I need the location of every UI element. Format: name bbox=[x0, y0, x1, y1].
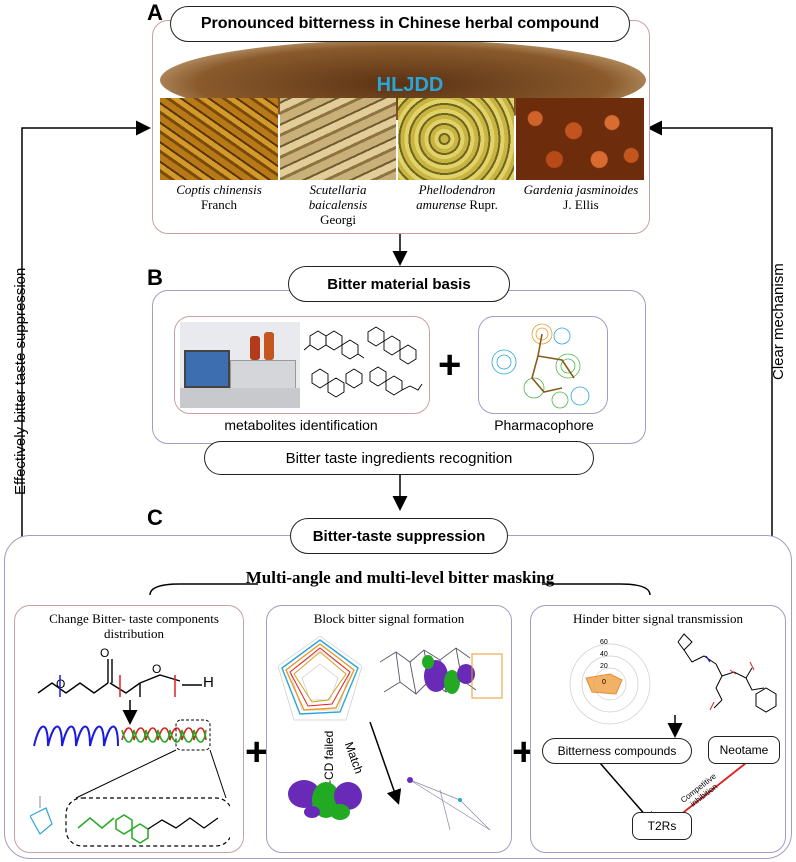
subtitle-brace bbox=[149, 583, 651, 596]
panel-c-title: Bitter-taste suppression bbox=[290, 518, 508, 554]
herb-caption-coptis: Coptis chinensis Franch bbox=[160, 182, 278, 212]
t2rs-box: T2Rs bbox=[632, 812, 692, 840]
polymer-helix bbox=[30, 700, 230, 847]
panel-c-plus-2: + bbox=[512, 730, 536, 774]
neotame-structure bbox=[677, 633, 777, 713]
svg-text:O: O bbox=[100, 646, 109, 660]
subpanel-hinder bbox=[530, 605, 786, 853]
subpanel-block-title: Block bitter signal formation bbox=[313, 611, 465, 626]
panel-b-plus: + bbox=[438, 343, 462, 387]
herb-author-scutellaria: Georgi bbox=[320, 212, 356, 227]
metabolite-structures bbox=[303, 326, 423, 398]
herb-author-phellodendron: Rupr. bbox=[469, 197, 498, 212]
lcms-instrument-image bbox=[180, 322, 300, 408]
herb-name-coptis: Coptis chinensis bbox=[176, 182, 262, 197]
polymer-structure: O O O bbox=[37, 646, 202, 697]
neotame-box: Neotame bbox=[708, 736, 780, 764]
subpanel-block bbox=[266, 605, 512, 853]
herb-author-gardenia: J. Ellis bbox=[563, 197, 599, 212]
subpanel-distribution-title-line1: Change Bitter- taste components bbox=[49, 611, 219, 626]
panel-c-letter: C bbox=[147, 505, 163, 530]
bitter-recognition-label: Bitter taste ingredients recognition bbox=[204, 441, 594, 475]
herb-caption-phellodendron: Phellodendron amurense Rupr. bbox=[398, 182, 516, 212]
subpanel-hinder-title: Hinder bitter signal transmission bbox=[572, 611, 744, 626]
subpanel-distribution-title-line2: distribution bbox=[104, 626, 164, 641]
pharmacophore-box bbox=[478, 316, 608, 414]
herb-name-gardenia: Gardenia jasminoides bbox=[523, 182, 639, 197]
left-loop-arrow bbox=[21, 120, 151, 555]
herb-photo-phellodendron bbox=[398, 98, 514, 180]
herb-photo-scutellaria bbox=[280, 98, 396, 180]
herb-caption-gardenia: Gardenia jasminoides J. Ellis bbox=[520, 182, 642, 212]
panel-c-subtitle: Multi-angle and multi-level bitter maski… bbox=[245, 568, 555, 587]
interaction-surface bbox=[288, 780, 362, 820]
herb-caption-scutellaria: Scutellaria baicalensis Georgi bbox=[284, 182, 392, 227]
radar-tick-60: 60 bbox=[600, 639, 608, 646]
herb-photo-gardenia bbox=[516, 98, 644, 180]
herb-name-phellodendron: Phellodendron amurense bbox=[416, 182, 496, 212]
radar-tick-40: 40 bbox=[600, 651, 608, 658]
panel-a-title: Pronounced bitterness in Chinese herbal … bbox=[170, 6, 630, 42]
herb-photo-coptis bbox=[160, 98, 278, 180]
panel-b-title: Bitter material basis bbox=[288, 266, 510, 302]
subpanel-distribution-title: Change Bitter- taste components distribu… bbox=[14, 611, 254, 641]
herb-name-scutellaria: Scutellaria baicalensis bbox=[308, 182, 368, 212]
radar-tick-20: 20 bbox=[600, 663, 608, 670]
cd-complex-model bbox=[379, 647, 503, 699]
left-side-label: Effectively bitter taste suppression bbox=[12, 267, 29, 495]
panel-a-letter: A bbox=[147, 0, 163, 25]
radar-tick-0: 0 bbox=[602, 679, 606, 686]
signal-radar-chart bbox=[277, 635, 363, 721]
formula-label: HLJDD bbox=[376, 74, 444, 96]
match-arrow bbox=[369, 722, 402, 805]
panel-c-plus-1: + bbox=[245, 730, 269, 774]
herb-author-coptis: Franch bbox=[200, 197, 238, 212]
docking-network bbox=[407, 777, 491, 831]
neotame-radar-chart: 60 40 20 0 bbox=[569, 639, 651, 725]
right-loop-arrow bbox=[647, 120, 773, 555]
bitterness-compounds-box: Bitterness compounds bbox=[542, 738, 692, 764]
subpanel-distribution bbox=[14, 605, 244, 853]
svg-text:O: O bbox=[152, 662, 161, 676]
pharmacophore-model bbox=[491, 323, 590, 409]
pharmacophore-caption: Pharmacophore bbox=[494, 417, 594, 433]
chem-h-label: H bbox=[203, 674, 214, 691]
right-side-label: Clear mechanism bbox=[770, 263, 787, 380]
panel-b-letter: B bbox=[147, 265, 163, 290]
metabolites-caption: metabolites identification bbox=[224, 417, 378, 433]
